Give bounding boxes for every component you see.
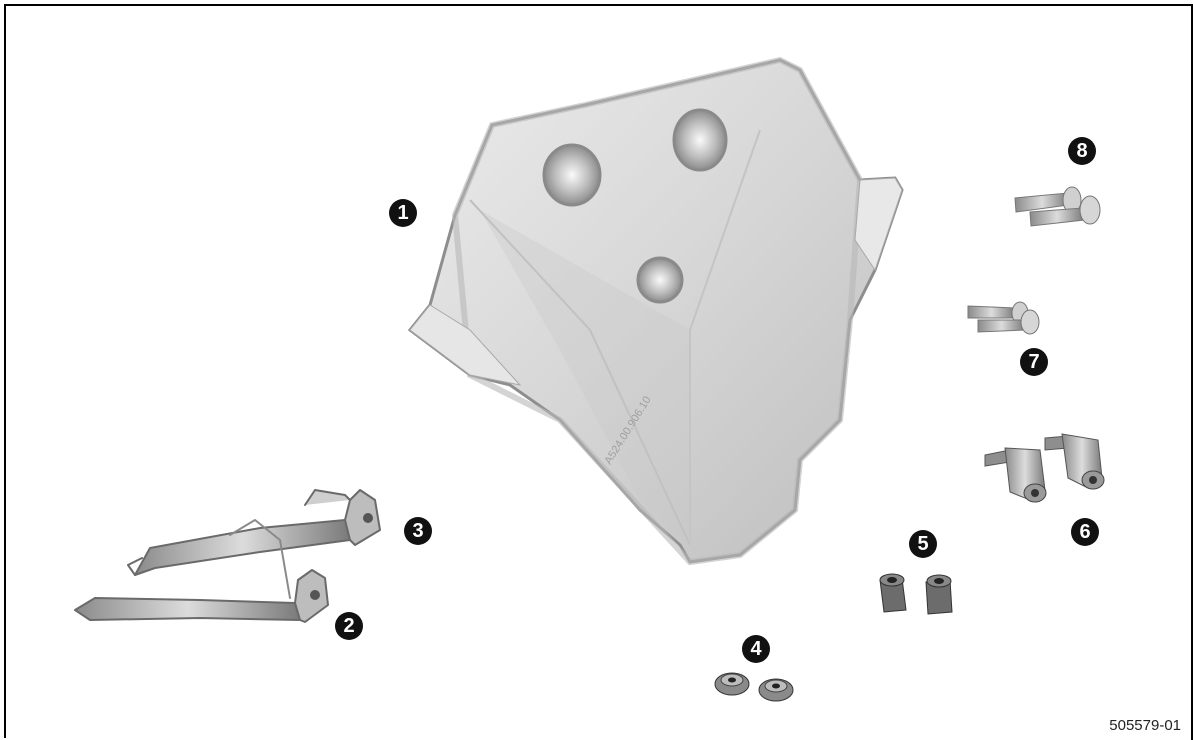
screws-part-8 [1015,187,1100,226]
callout-5: 5 [909,530,937,558]
grommets-part-5 [880,574,952,614]
callout-7: 7 [1020,348,1048,376]
bushings-part-4 [715,673,793,701]
screws-part-7 [968,302,1039,334]
callout-2: 2 [335,612,363,640]
spacers-part-6 [985,434,1104,502]
callout-8: 8 [1068,137,1096,165]
figure-reference-number: 505579-01 [1109,717,1181,734]
bracket-part-3 [128,490,380,575]
callout-1: 1 [389,199,417,227]
callout-6: 6 [1071,518,1099,546]
windshield-part-1: A524.00.906.10 [410,60,902,562]
callout-4: 4 [742,635,770,663]
callout-3: 3 [404,517,432,545]
